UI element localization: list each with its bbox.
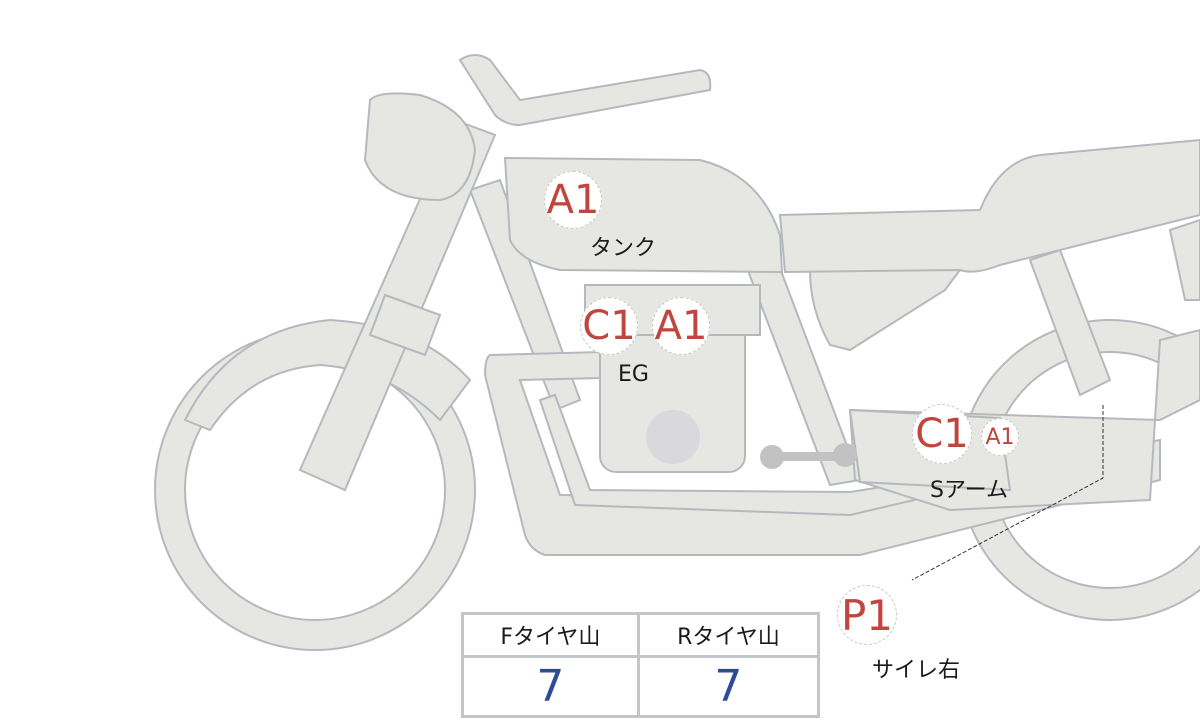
seat xyxy=(778,138,1200,274)
marker-muffler-right[interactable]: P1 xyxy=(837,585,897,645)
rear-shock xyxy=(1168,218,1200,301)
side-cover xyxy=(808,269,962,352)
leader-line xyxy=(911,405,1104,581)
front-tire-value: 7 xyxy=(461,655,640,718)
rear-tire-header: Rタイヤ山 xyxy=(636,612,821,658)
label-muffler-right: サイレ右 xyxy=(872,658,961,683)
front-tire-header: Fタイヤ山 xyxy=(461,612,640,658)
tire-tread-table: Fタイヤ山 Rタイヤ山 7 7 xyxy=(461,612,821,718)
marker-engine-a1[interactable]: A1 xyxy=(652,297,710,355)
label-swingarm: Sアーム xyxy=(930,478,1008,503)
headlight xyxy=(363,92,477,202)
marker-swingarm-c1[interactable]: C1 xyxy=(912,404,972,464)
label-engine: EG xyxy=(618,362,649,387)
marker-tank[interactable]: A1 xyxy=(544,171,602,229)
marker-swingarm-a1[interactable]: A1 xyxy=(981,418,1019,456)
footpeg xyxy=(760,443,857,469)
handlebar xyxy=(458,54,712,127)
rear-tire-value: 7 xyxy=(636,655,821,718)
label-tank: タンク xyxy=(590,236,657,261)
front-wheel xyxy=(154,318,476,651)
marker-engine-c1[interactable]: C1 xyxy=(580,297,638,355)
